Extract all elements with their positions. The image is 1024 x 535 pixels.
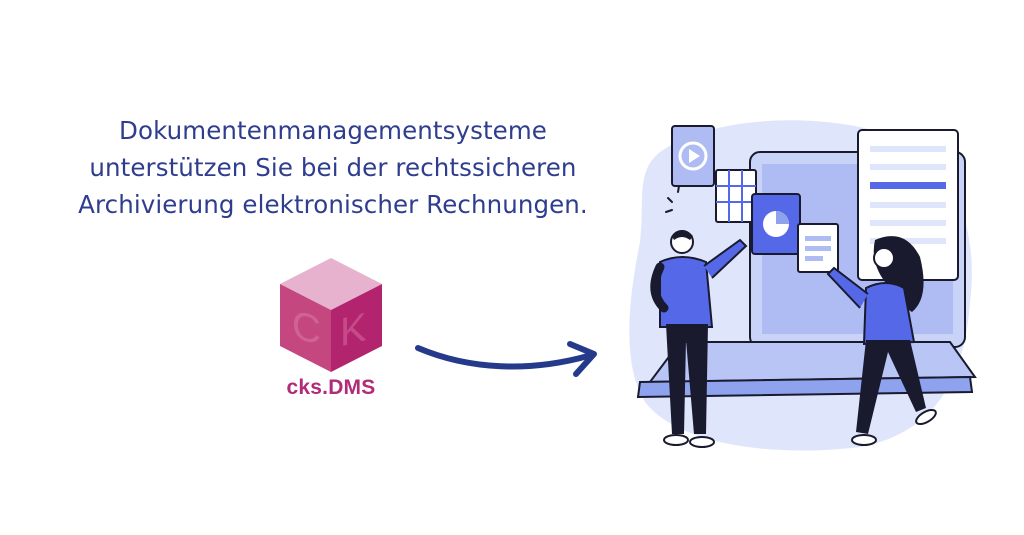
arrow-icon	[415, 341, 597, 377]
man-figure	[650, 230, 748, 448]
cube-logo-icon: C K	[280, 258, 382, 372]
headline: Dokumentenmanagementsysteme unterstützen…	[18, 112, 648, 223]
headline-line-3: Archivierung elektronischer Rechnungen.	[78, 190, 588, 219]
cks-dms-logo: C K cks.DMS	[278, 256, 384, 406]
headline-line-1: Dokumentenmanagementsysteme	[119, 116, 547, 145]
svg-text:K: K	[340, 303, 367, 355]
table-icon	[715, 169, 757, 223]
headline-line-2: unterstützen Sie bei der rechtssicheren	[89, 153, 577, 182]
pie-chart-icon	[763, 211, 789, 237]
play-icon	[678, 141, 708, 171]
svg-text:C: C	[292, 301, 321, 354]
illustration	[629, 120, 977, 451]
logo-text: cks.DMS	[286, 376, 376, 399]
woman-figure	[826, 236, 937, 446]
